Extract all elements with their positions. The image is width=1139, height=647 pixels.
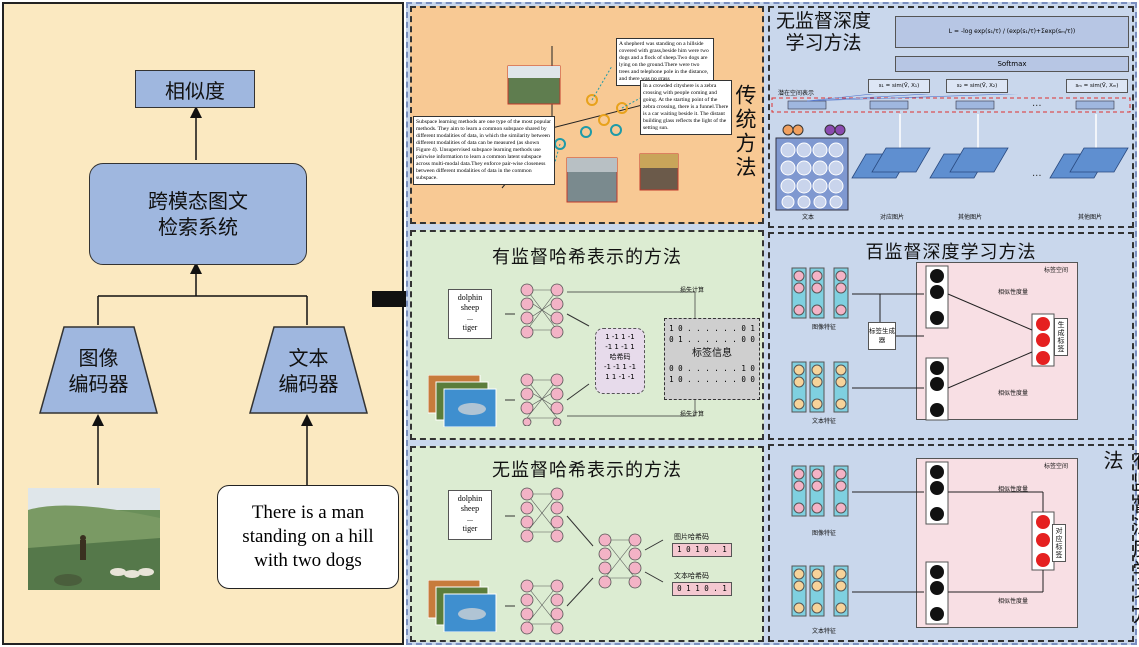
bottom-label-other-2: 其他图片 [1078, 212, 1102, 221]
hash-row-0: 1 -1 1 -1 [596, 332, 644, 342]
sup-word-doc: dolphin sheep ... tiger [448, 289, 492, 339]
svg-text:...: ... [1032, 168, 1042, 179]
image-encoder-line2: 编码器 [40, 371, 157, 397]
image-encoder-label: 图像 编码器 [40, 345, 157, 397]
unsupervised-deep-title: 无监督深度 学习方法 [776, 10, 871, 54]
unsupervised-hash-network [505, 482, 665, 638]
sup-similarity-bottom: 相似性度量 [998, 596, 1028, 605]
hash-code-label: 哈希码 [596, 352, 644, 362]
caption-line2: standing on a hill [242, 525, 373, 549]
similarity-box: 相似度 [135, 70, 255, 108]
caption-box: There is a man standing on a hill with t… [217, 485, 399, 589]
image-hash-label: 图片哈希码 [674, 532, 709, 542]
bottom-label-other-1: 其他图片 [958, 212, 982, 221]
supervised-hash-title: 有监督哈希表示的方法 [410, 243, 764, 269]
sup-similarity-top: 相似性度量 [998, 484, 1028, 493]
unsup-word-0: dolphin [449, 494, 491, 504]
unsup-word-3: tiger [449, 524, 491, 534]
label-info-title: 标签信息 [665, 345, 759, 363]
hash-row-2: -1 -1 1 -1 [596, 362, 644, 372]
text-hash-label: 文本哈希码 [674, 571, 709, 581]
caption-line1: There is a man [252, 501, 364, 525]
similarity-label: 相似度 [165, 75, 225, 104]
loss-formula-box: L = -log exp(s₁/τ) / (exp(s₁/τ)+Σexp(sₘ/… [895, 16, 1129, 48]
label-row-1: 0 1 . . . . . . 0 0 [665, 334, 759, 345]
text-box-3: Subspace learning methods are one type o… [413, 116, 555, 185]
sim-box-m: sₘ = sim(Ṽ, Xₘ) [1066, 79, 1128, 93]
loss-label-top: 损失计算 [680, 285, 704, 294]
retrieval-system-box: 跨模态图文 检索系统 [89, 163, 307, 265]
sim-box-1: s₁ = sim(Ṽ, X₁) [868, 79, 930, 93]
hash-row-3: 1 1 -1 -1 [596, 372, 644, 382]
sim-box-2: s₂ = sim(Ṽ, X₂) [946, 79, 1008, 93]
semi-image-feature: 图像特征 [812, 322, 836, 331]
label-row-3: 1 0 . . . . . . 0 0 [665, 374, 759, 385]
label-info-box: 1 0 . . . . . . 0 1 0 1 . . . . . . 0 0 … [664, 318, 760, 400]
sup-word-2: ... [449, 313, 491, 323]
system-label-line1: 跨模态图文 [148, 188, 248, 214]
sup-text-feature: 文本特征 [812, 626, 836, 635]
corresponding-label-box: 对应标签 [1052, 524, 1066, 562]
text-box-1: A shepherd was standing on a hillside co… [616, 38, 714, 86]
semi-similarity-bottom: 相似性度量 [998, 388, 1028, 397]
text-encoder-line1: 文本 [250, 345, 367, 371]
unsupervised-deep-diagram: ... ... [770, 94, 1132, 224]
image-encoder-line1: 图像 [40, 345, 157, 371]
label-row-2: 0 0 . . . . . . 1 0 [665, 363, 759, 374]
svg-text:...: ... [1032, 98, 1042, 109]
text-box-2: In a crowded cityshere is a zebra crossi… [640, 80, 732, 135]
semi-text-feature: 文本特征 [812, 416, 836, 425]
bottom-label-text: 文本 [802, 212, 814, 221]
sup-word-0: dolphin [449, 293, 491, 303]
system-label-line2: 检索系统 [158, 214, 238, 240]
unsup-deep-title-line2: 学习方法 [776, 32, 871, 54]
unsupervised-hash-title: 无监督哈希表示的方法 [410, 456, 764, 482]
image-hash-code: 1 0 1 0 . 1 [672, 543, 732, 557]
unsup-word-1: sheep [449, 504, 491, 514]
hash-code-box: 1 -1 1 -1 -1 1 -1 1 哈希码 -1 -1 1 -1 1 1 -… [595, 328, 645, 394]
semi-similarity-top: 相似性度量 [998, 287, 1028, 296]
text-hash-code: 0 1 1 0 . 1 [672, 582, 732, 596]
sup-word-3: tiger [449, 323, 491, 333]
generate-label-box: 生成标签 [1054, 318, 1068, 356]
supervised-deep-title: 有监督深度学习方法 [1098, 450, 1139, 647]
text-encoder-label: 文本 编码器 [250, 345, 367, 397]
loss-label-bottom: 损失计算 [680, 409, 704, 418]
softmax-box: Softmax [895, 56, 1129, 72]
label-generator-box: 标签生成器 [868, 322, 896, 350]
supervised-deep-diagram [770, 456, 1090, 638]
caption-line3: with two dogs [254, 549, 362, 573]
traditional-title: 传统方法 [730, 84, 760, 180]
unsup-word-2: ... [449, 514, 491, 524]
sup-image-feature: 图像特征 [812, 528, 836, 537]
sup-animal-photos [428, 375, 498, 427]
hash-row-1: -1 1 -1 1 [596, 342, 644, 352]
text-encoder-line2: 编码器 [250, 371, 367, 397]
unsup-deep-title-line1: 无监督深度 [776, 10, 871, 32]
semi-supervised-diagram [770, 260, 1134, 436]
unsup-animal-photos [428, 580, 498, 632]
bottom-label-corresponding: 对应图片 [880, 212, 904, 221]
label-row-0: 1 0 . . . . . . 0 1 [665, 323, 759, 334]
sup-word-1: sheep [449, 303, 491, 313]
unsup-word-doc: dolphin sheep ... tiger [448, 490, 492, 540]
hill-photo [28, 488, 160, 590]
